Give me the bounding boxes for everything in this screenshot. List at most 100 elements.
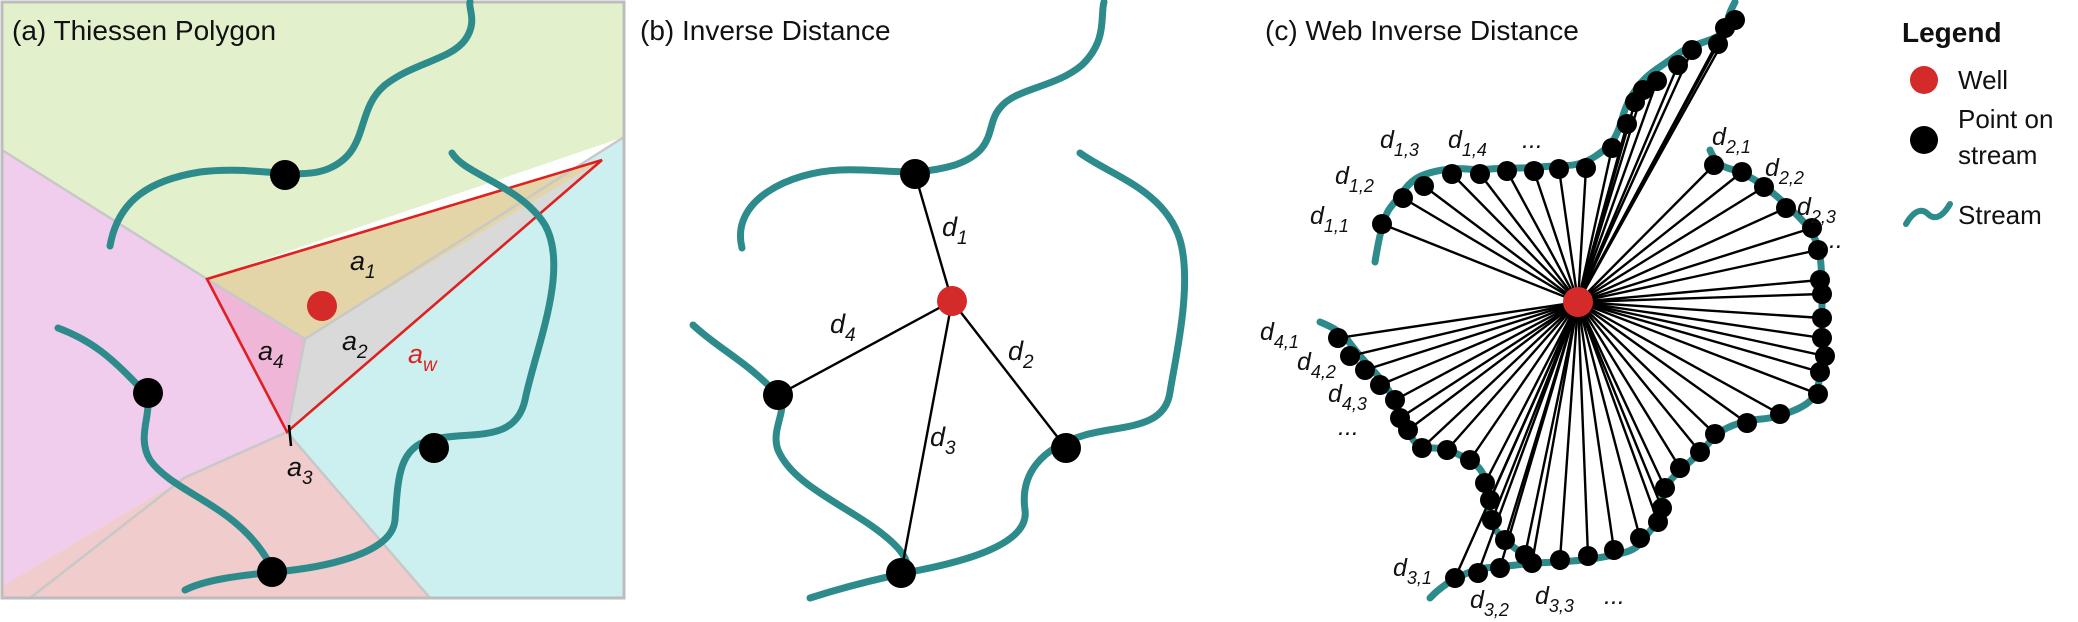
web-point-west-7 — [1398, 420, 1418, 440]
web-link-west-4 — [1379, 300, 1579, 387]
web-link-east-22 — [1576, 301, 1642, 539]
ellipsis-d2: ... — [1822, 226, 1843, 254]
web-point-east-24 — [1578, 546, 1598, 566]
web-point-west-13 — [1482, 510, 1502, 530]
area-a4 — [207, 279, 305, 432]
legend-stream-label: Stream — [1958, 200, 2042, 230]
label-d42: d4,2 — [1297, 348, 1336, 382]
panel-a-frame — [0, 0, 626, 600]
web-point-east-17 — [1690, 442, 1710, 462]
web-link-east-1 — [1577, 164, 1715, 303]
stream-point-a-south — [257, 557, 287, 587]
web-point-east-12 — [1810, 362, 1830, 382]
stream-point-a-east — [419, 433, 449, 463]
web-points — [1328, 10, 1835, 588]
web-point-east-22 — [1630, 528, 1650, 548]
web-point-north-9 — [1576, 158, 1596, 178]
web-link-north-6 — [1505, 170, 1580, 303]
region-south — [2, 432, 430, 598]
ellipsis-d4: ... — [1338, 413, 1359, 441]
web-point-east-11 — [1815, 346, 1835, 366]
stream-point-b-east — [1051, 433, 1081, 463]
web-point-east-6 — [1808, 240, 1828, 260]
web-link-west-13 — [1490, 301, 1580, 521]
web-link-east-10 — [1577, 300, 1823, 340]
web-point-east-29 — [1445, 568, 1465, 588]
label-d2: d2 — [1008, 336, 1034, 373]
web-link-north-3 — [1423, 185, 1579, 303]
web-point-east-8 — [1812, 284, 1832, 304]
stream-b-west — [689, 321, 911, 582]
panel-a-title: (a) Thiessen Polygon — [12, 15, 276, 46]
web-link-west-6 — [1399, 300, 1579, 420]
web-point-west-2 — [1340, 346, 1360, 366]
web-point-north-19 — [1725, 10, 1745, 30]
web-link-east-3 — [1577, 185, 1765, 304]
web-point-north-7 — [1524, 161, 1544, 181]
web-point-north-16 — [1682, 40, 1702, 60]
web-point-east-21 — [1648, 512, 1668, 532]
region-east — [287, 137, 624, 598]
web-point-north-1 — [1372, 214, 1392, 234]
label-d32: d3,2 — [1470, 586, 1509, 620]
web-link-west-9 — [1446, 301, 1579, 451]
label-d41: d4,1 — [1260, 318, 1299, 352]
well-polygon-outline — [205, 158, 603, 435]
legend-stream-symbol — [1903, 201, 1953, 227]
web-point-east-3 — [1754, 177, 1774, 197]
web-link-west-15 — [1523, 301, 1580, 556]
web-point-west-15 — [1515, 545, 1535, 565]
web-link-east-17 — [1577, 301, 1701, 453]
web-point-west-12 — [1480, 490, 1500, 510]
label-d21: d2,1 — [1712, 123, 1751, 157]
web-point-north-8 — [1549, 159, 1569, 179]
web-link-east-24 — [1576, 301, 1590, 557]
web-link-north-4 — [1451, 173, 1579, 303]
web-point-east-16 — [1705, 424, 1725, 444]
label-d22: d2,2 — [1765, 154, 1804, 188]
web-point-west-4 — [1370, 375, 1390, 395]
web-link-east-6 — [1577, 248, 1819, 304]
web-links — [1337, 19, 1826, 579]
web-point-west-1 — [1328, 328, 1348, 348]
link-d2 — [951, 300, 1067, 449]
web-link-north-7 — [1532, 170, 1580, 303]
web-point-east-28 — [1468, 563, 1488, 583]
web-point-east-10 — [1812, 328, 1832, 348]
stream-b-east — [806, 149, 1189, 602]
well-a — [307, 291, 337, 321]
stream-point-b-west — [763, 380, 793, 410]
web-link-east-12 — [1577, 300, 1821, 374]
web-point-north-4 — [1442, 164, 1462, 184]
web-link-west-14 — [1503, 301, 1580, 541]
label-d14: d1,4 — [1448, 126, 1487, 160]
area-a1 — [207, 160, 602, 339]
web-point-north-14 — [1647, 71, 1667, 91]
web-link-east-9 — [1577, 300, 1823, 320]
stream-point-a-west — [133, 378, 163, 408]
web-point-west-9 — [1437, 440, 1457, 460]
web-point-east-1 — [1704, 155, 1724, 175]
web-link-west-1 — [1337, 300, 1579, 340]
web-point-west-3 — [1355, 360, 1375, 380]
panel-c: d1,1 d1,2 d1,3 d1,4 ... d2,1 d2,2 d2,3 .… — [1260, 0, 1843, 620]
label-d12: d1,2 — [1335, 162, 1374, 196]
web-link-east-4 — [1577, 206, 1787, 304]
web-link-west-11 — [1483, 301, 1580, 484]
label-d3: d3 — [930, 422, 956, 459]
legend-point-label-2: stream — [1958, 140, 2037, 170]
web-point-east-27 — [1490, 558, 1510, 578]
web-point-north-6 — [1497, 161, 1517, 181]
web-link-east-20 — [1576, 301, 1664, 509]
web-link-east-16 — [1577, 301, 1716, 435]
panel-b: d1 d2 d3 d4 (b) Inverse Distance — [640, 0, 1189, 602]
panel-b-title: (b) Inverse Distance — [640, 15, 891, 46]
web-point-east-25 — [1550, 550, 1570, 570]
web-point-north-11 — [1617, 114, 1637, 134]
web-link-east-25 — [1558, 301, 1580, 561]
ellipsis-d1: ... — [1522, 126, 1543, 154]
web-link-east-23 — [1576, 301, 1616, 551]
label-d1: d1 — [942, 212, 968, 249]
stream-a3 — [54, 324, 276, 572]
